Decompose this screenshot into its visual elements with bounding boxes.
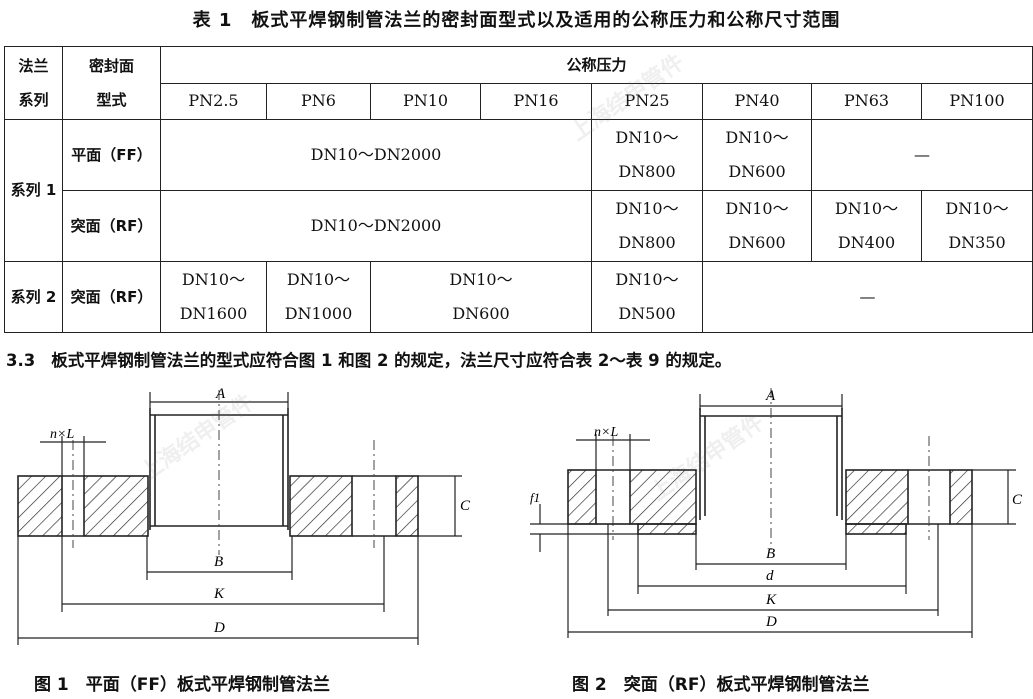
dim-label-c: C: [1012, 492, 1023, 508]
range-line: DN600: [452, 303, 510, 323]
pn-header: PN2.5: [160, 82, 267, 120]
header-pressure: 公称压力: [159, 46, 1033, 84]
range-cell: DN10～ DN800: [591, 189, 703, 262]
range-cell: —: [701, 260, 1033, 334]
range-line: DN500: [618, 303, 676, 323]
range-cell: DN10～ DN600: [702, 189, 812, 262]
range-cell: DN10～ DN400: [811, 189, 922, 262]
range-cell: DN10～ DN600: [370, 260, 592, 334]
figure-1-caption: 图 1 平面（FF）板式平焊钢制管法兰: [34, 675, 330, 695]
pn-header: PN100: [920, 82, 1033, 120]
range-cell: DN10～DN2000: [160, 119, 592, 191]
range-line: DN10～: [725, 127, 789, 147]
range-line: DN800: [618, 161, 676, 181]
range-line: DN10～: [449, 269, 513, 289]
series-1-cell: 系列 1: [4, 119, 63, 262]
section-paragraph: 3.3 板式平焊钢制管法兰的型式应符合图 1 和图 2 的规定，法兰尺寸应符合表 …: [6, 347, 731, 371]
dim-label-d-small: d: [766, 568, 774, 584]
range-cell: DN10～ DN1000: [266, 260, 371, 334]
pn-header: PN25: [591, 82, 703, 120]
range-line: DN350: [948, 232, 1006, 252]
pn-header: PN10: [370, 82, 481, 120]
series-2-cell: 系列 2: [4, 260, 63, 334]
dim-label-c: C: [460, 498, 471, 514]
range-line: DN10～: [945, 198, 1009, 218]
dim-label-a: A: [765, 388, 776, 404]
range-cell: DN10～ DN350: [920, 189, 1033, 262]
table-title: 表 1 板式平焊钢制管法兰的密封面型式以及适用的公称压力和公称尺寸范围: [192, 10, 841, 31]
face-rf-cell: 突面（RF）: [62, 189, 161, 262]
dimension-lines: [530, 394, 1016, 638]
pn-header: PN16: [480, 82, 592, 120]
header-face: 密封面 型式: [62, 46, 161, 120]
range-cell: DN10～ DN800: [591, 119, 703, 191]
section-text: 板式平焊钢制管法兰的型式应符合图 1 和图 2 的规定，法兰尺寸应符合表 2～表…: [51, 351, 732, 370]
dim-label-nl: n×L: [50, 427, 74, 442]
dim-label-a: A: [215, 386, 226, 402]
range-cell: DN10～DN2000: [160, 189, 592, 262]
centerlines: [612, 388, 930, 550]
range-line: DN600: [728, 232, 786, 252]
header-series-line1: 法兰: [18, 57, 49, 75]
range-line: DN800: [618, 232, 676, 252]
range-line: DN10～: [615, 198, 679, 218]
dim-label-b: B: [214, 554, 223, 570]
range-line: DN1600: [179, 303, 248, 323]
header-series-line2: 系列: [18, 91, 49, 109]
centerlines: [72, 390, 375, 555]
range-line: DN600: [728, 161, 786, 181]
face-ff-cell: 平面（FF）: [62, 119, 161, 191]
pn-header: PN63: [811, 82, 922, 120]
flange-body: [567, 469, 973, 535]
header-series: 法兰 系列: [4, 46, 63, 120]
range-line: DN10～: [286, 269, 351, 289]
dimension-lines: [17, 392, 462, 645]
figure-2-drawing: A n×L C f1 B d K D: [530, 388, 1023, 638]
range-line: DN10～: [725, 198, 789, 218]
range-cell: DN10～ DN1600: [160, 260, 267, 334]
figure-2-caption: 图 2 突面（RF）板式平焊钢制管法兰: [572, 675, 870, 695]
pn-header: PN6: [266, 82, 371, 120]
pressure-range-table: 法兰 系列 密封面 型式 公称压力 PN2.5 PN6 PN10 PN16 PN…: [4, 46, 1033, 334]
range-line: DN10～: [615, 127, 679, 147]
dim-label-d: D: [765, 614, 777, 630]
range-line: DN10～: [834, 198, 899, 218]
face-rf-cell: 突面（RF）: [62, 260, 161, 334]
range-line: DN1000: [284, 303, 353, 323]
section-number: 3.3: [6, 351, 36, 370]
dim-label-b: B: [766, 546, 775, 562]
range-line: DN10～: [181, 269, 246, 289]
pn-header: PN40: [702, 82, 812, 120]
range-line: DN400: [837, 232, 896, 252]
dim-label-k: K: [213, 586, 225, 602]
range-cell: —: [810, 119, 1033, 191]
dim-label-f1: f1: [530, 490, 540, 505]
header-face-line1: 密封面: [88, 57, 134, 75]
flange-body: [17, 475, 419, 537]
dim-label-d: D: [213, 620, 225, 636]
figure-1-drawing: A n×L C B K D: [17, 386, 471, 645]
range-cell: DN10～ DN500: [591, 260, 703, 334]
range-line: DN10～: [615, 269, 679, 289]
dim-label-nl: n×L: [594, 425, 618, 440]
header-face-line2: 型式: [96, 91, 127, 109]
dim-label-k: K: [765, 592, 777, 608]
range-cell: DN10～ DN600: [702, 119, 812, 191]
